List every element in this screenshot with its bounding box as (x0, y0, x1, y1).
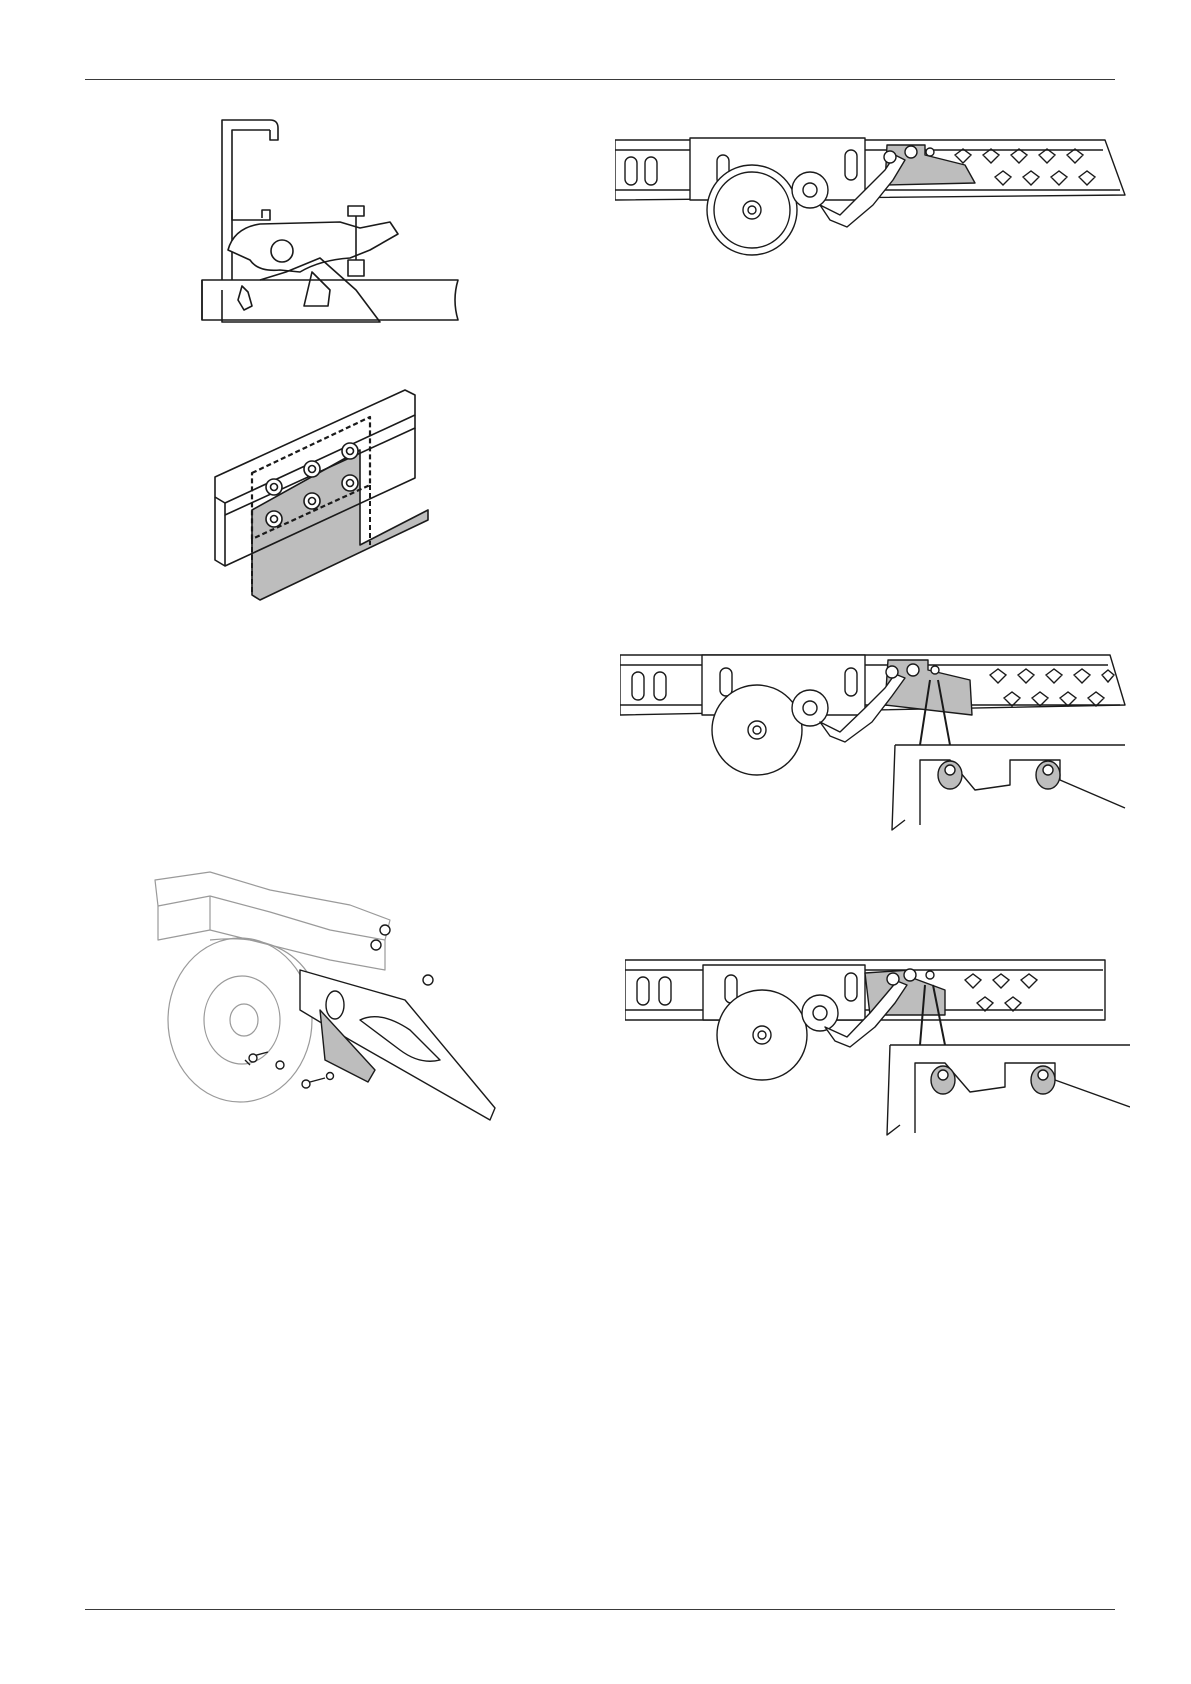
figure-stabiliser-fitted (615, 135, 1130, 270)
bolted-plate-drawing (210, 385, 470, 610)
stabiliser-fitted-drawing (615, 135, 1130, 270)
figure-clamp-section (200, 110, 490, 350)
figure-axle-bracket-exploded (150, 860, 530, 1170)
header-rule (85, 79, 1115, 80)
footer-rule (85, 1609, 1115, 1610)
figure-bolted-plate (210, 385, 470, 610)
stabiliser-detail-1-drawing (620, 650, 1130, 845)
stabiliser-detail-2-drawing (625, 955, 1130, 1150)
axle-bracket-drawing (150, 860, 530, 1170)
figure-stabiliser-detail-1 (620, 650, 1130, 845)
figure-stabiliser-detail-2 (625, 955, 1130, 1150)
clamp-section-drawing (200, 110, 490, 350)
